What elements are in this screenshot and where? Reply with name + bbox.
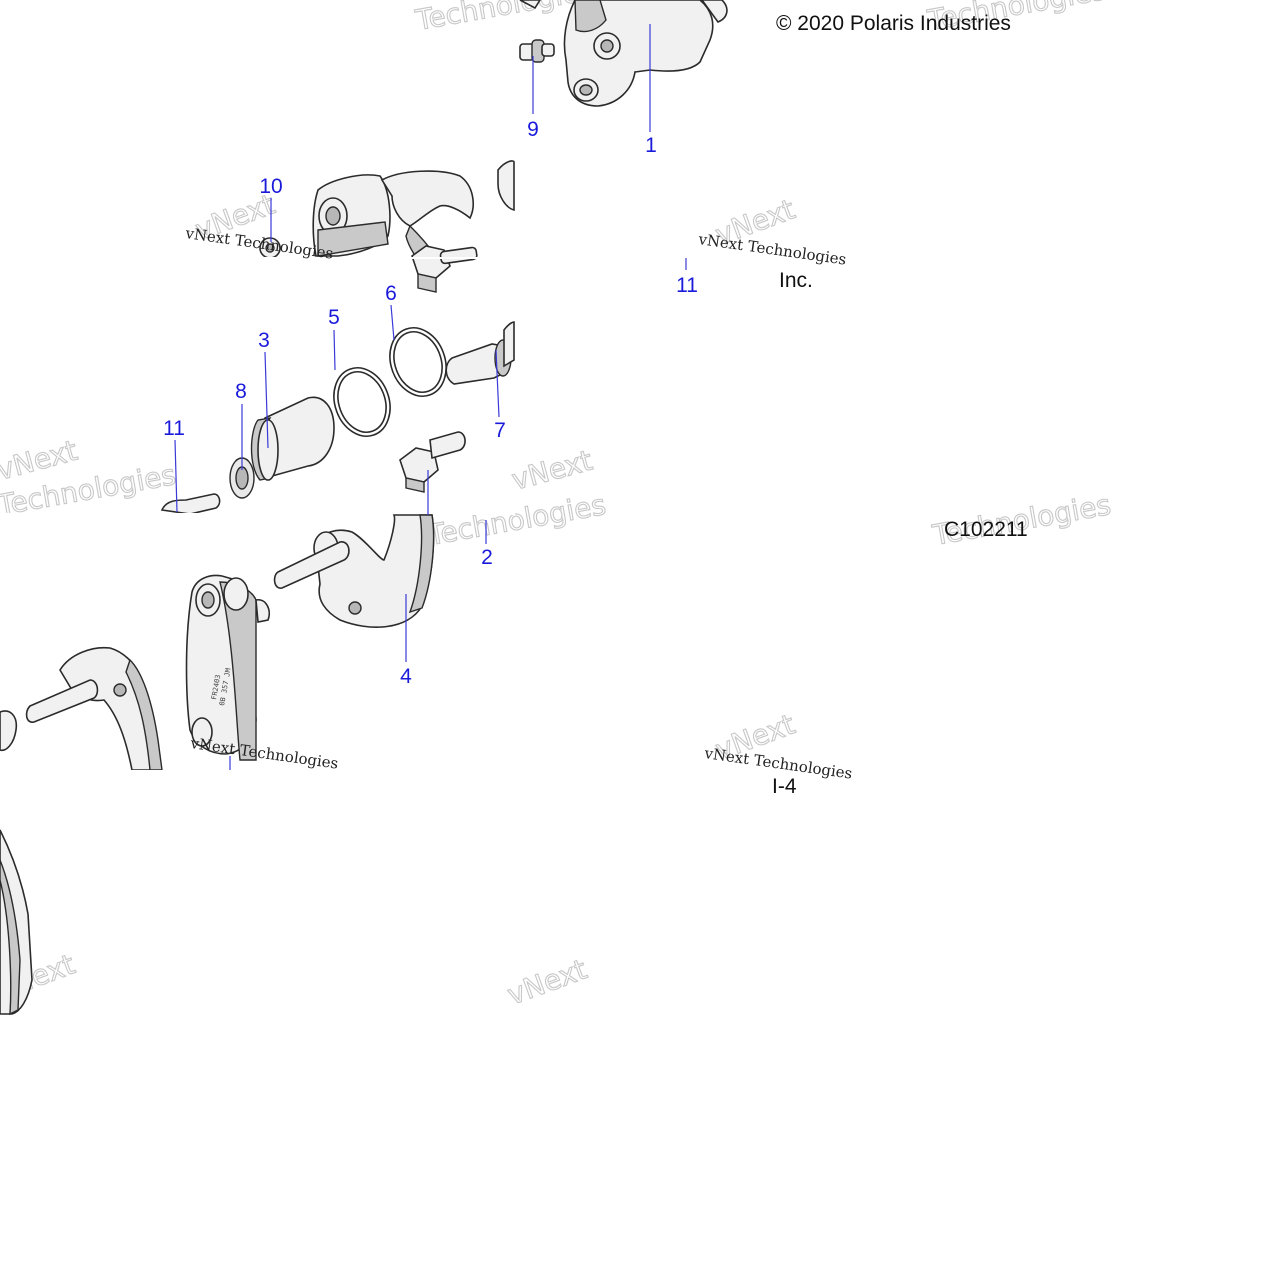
watermark-text: vNext	[503, 953, 591, 1012]
page-number: I-4	[772, 775, 797, 798]
brake-pad-part: FR2403 0B 357 JM	[185, 574, 271, 761]
callout-labels: 1 9 10 3 5 6 7 8 11 2 4 11	[163, 118, 698, 688]
watermark-text: vNext Technologies	[696, 230, 847, 269]
callout-2: 2	[481, 546, 493, 569]
pin-bolt-part	[160, 493, 221, 515]
bleeder-screw-part	[519, 39, 555, 63]
callout-11-left: 11	[163, 417, 185, 440]
bracket-bolt-part	[411, 245, 478, 293]
watermark-text: vNext	[508, 444, 596, 497]
watermark-text: Technologies	[425, 488, 609, 552]
leader-lines	[174, 24, 687, 770]
dust-seal-part	[389, 327, 447, 397]
sheet-text: © 2020 Polaris Industries Inc. C102211 I…	[772, 12, 1028, 798]
piston-part	[250, 396, 335, 481]
caliper-bolt-part	[399, 431, 466, 493]
figure-code: C102211	[944, 518, 1028, 541]
callout-7: 7	[494, 419, 506, 442]
callout-9: 9	[527, 118, 539, 141]
callout-5: 5	[328, 306, 340, 329]
callout-3: 3	[258, 329, 270, 352]
callout-11-right: 11	[676, 274, 698, 297]
inc-text: Inc.	[779, 269, 813, 292]
caliper-body-part	[519, 0, 728, 107]
pad-spring-part	[273, 514, 435, 628]
callout-10: 10	[259, 175, 282, 198]
guide-pin-part	[445, 321, 515, 385]
callout-4: 4	[400, 665, 412, 688]
callout-6: 6	[385, 282, 397, 305]
callout-8: 8	[235, 380, 247, 403]
copyright-text: © 2020 Polaris Industries	[776, 12, 1011, 35]
watermark-text: vNext Technologies	[188, 734, 339, 773]
callout-1: 1	[645, 134, 657, 157]
partial-pad-part	[0, 829, 33, 1016]
piston-seal-part	[333, 367, 391, 437]
caliper-bracket-part	[0, 646, 163, 771]
